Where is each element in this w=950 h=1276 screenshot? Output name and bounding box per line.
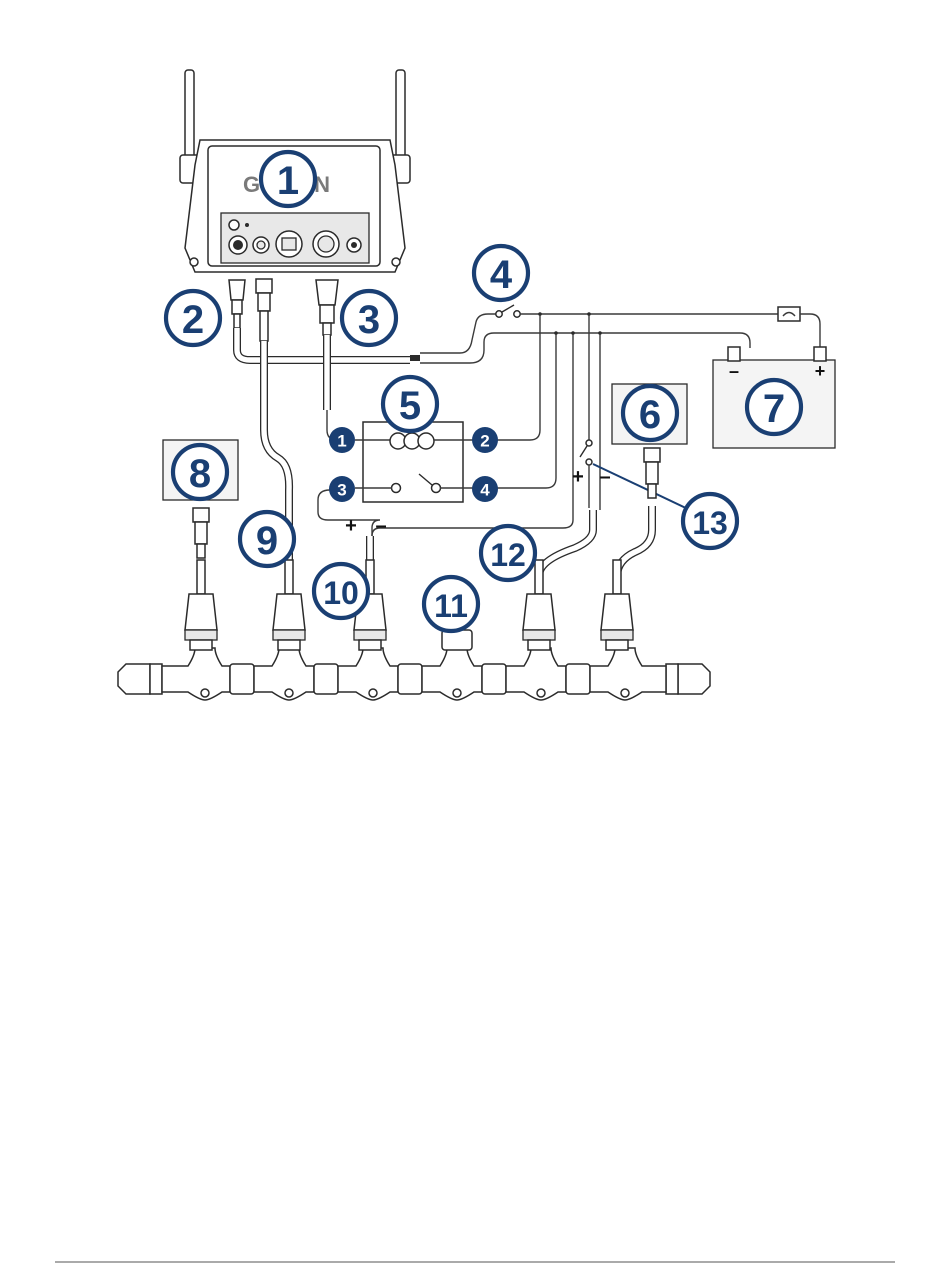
svg-text:7: 7 xyxy=(763,387,785,431)
tee-connector-4 xyxy=(422,648,482,700)
callout-4: 4 xyxy=(474,246,528,300)
svg-text:3: 3 xyxy=(337,481,346,500)
callout-5: 5 xyxy=(383,377,437,431)
svg-text:1: 1 xyxy=(277,159,299,203)
svg-text:11: 11 xyxy=(434,588,468,624)
tee-connector-6 xyxy=(590,648,666,700)
relay-terminal-2: 2 xyxy=(472,427,498,453)
connector-ethernet xyxy=(256,279,272,341)
svg-text:2: 2 xyxy=(182,298,204,342)
switch-4 xyxy=(496,305,520,317)
battery-negative: – xyxy=(729,361,739,381)
callout-10: 10 xyxy=(314,564,368,618)
svg-text:6: 6 xyxy=(639,393,661,437)
tee-connector-3 xyxy=(338,648,398,700)
connector-2 xyxy=(229,280,245,328)
port-power xyxy=(347,238,361,252)
callout-8: 8 xyxy=(173,445,227,499)
fuse xyxy=(778,307,800,321)
port-ethernet xyxy=(276,231,302,257)
connector-3 xyxy=(316,280,338,335)
callout-1: 1 xyxy=(261,152,315,206)
callout-7: 7 xyxy=(747,380,801,434)
tee-connector-1 xyxy=(162,648,230,700)
battery-positive: + xyxy=(815,361,826,381)
relay-terminal-3: 3 xyxy=(329,476,355,502)
nmea-backbone xyxy=(118,648,710,700)
tee-cap-11 xyxy=(442,630,472,650)
svg-text:4: 4 xyxy=(490,253,513,297)
svg-text:4: 4 xyxy=(480,481,490,500)
svg-text:2: 2 xyxy=(480,432,489,451)
terminator-left xyxy=(118,664,150,694)
plus-sign-12: + xyxy=(572,466,584,488)
drop-coupler-2 xyxy=(273,560,305,650)
connector-6 xyxy=(644,448,660,498)
minus-sign-10: – xyxy=(375,515,386,537)
terminator-right xyxy=(678,664,710,694)
svg-text:12: 12 xyxy=(490,537,526,573)
relay-terminal-4: 4 xyxy=(472,476,498,502)
callout-6: 6 xyxy=(623,386,677,440)
port-2 xyxy=(253,237,269,253)
svg-text:13: 13 xyxy=(692,505,728,541)
callout-2: 2 xyxy=(166,291,220,345)
tee-connector-2 xyxy=(254,648,314,700)
svg-text:1: 1 xyxy=(337,432,346,451)
switch-13 xyxy=(580,440,592,465)
svg-text:9: 9 xyxy=(256,519,278,563)
callout-12: 12 xyxy=(481,526,535,580)
svg-text:10: 10 xyxy=(323,575,359,611)
drop-coupler-1 xyxy=(185,560,217,650)
connector-8 xyxy=(193,508,209,558)
plus-sign-10: + xyxy=(345,515,357,537)
port-nmea xyxy=(313,231,339,257)
svg-text:3: 3 xyxy=(358,298,380,342)
port-1 xyxy=(229,236,247,254)
minus-sign-12: – xyxy=(599,466,610,488)
svg-text:8: 8 xyxy=(189,452,211,496)
callout-9: 9 xyxy=(240,512,294,566)
drop-coupler-6 xyxy=(601,560,633,650)
callout-3: 3 xyxy=(342,291,396,345)
svg-text:5: 5 xyxy=(399,384,421,428)
relay-terminal-1: 1 xyxy=(329,427,355,453)
callout-13: 13 xyxy=(683,494,737,548)
tee-connector-5 xyxy=(506,648,566,700)
callout-11: 11 xyxy=(424,577,478,631)
led-indicator xyxy=(229,220,239,230)
